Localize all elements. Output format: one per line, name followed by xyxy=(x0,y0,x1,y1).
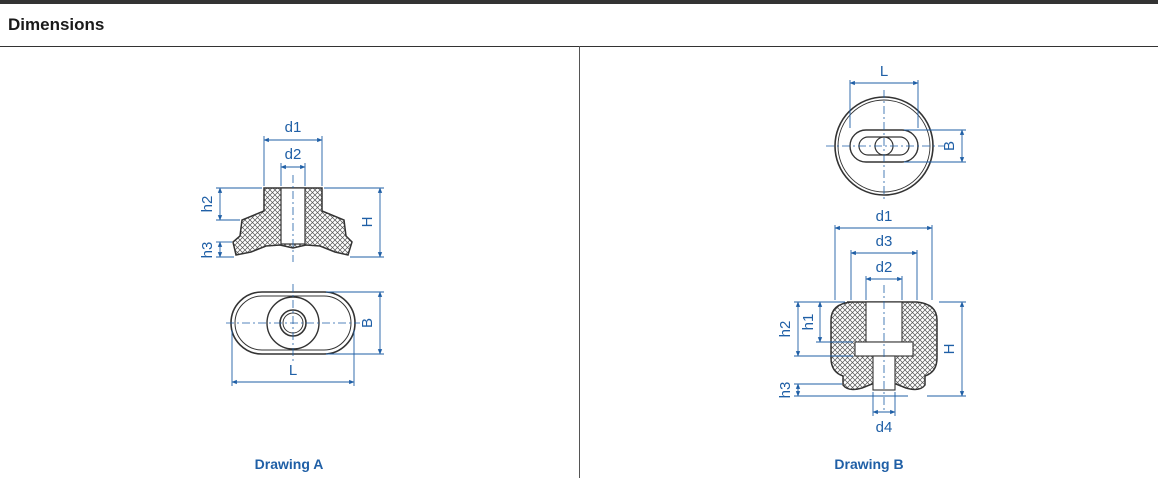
label-a-d2: d2 xyxy=(285,146,302,163)
label-a-d1: d1 xyxy=(285,119,302,136)
label-b-h3: h3 xyxy=(777,382,794,399)
section-title: Dimensions xyxy=(8,15,105,34)
label-a-H: H xyxy=(359,217,376,228)
label-b-B: B xyxy=(941,141,958,151)
drawing-b-plan xyxy=(826,90,944,202)
label-b-H: H xyxy=(941,344,958,355)
drawing-b-section-dimensions xyxy=(794,225,966,416)
label-a-h3: h3 xyxy=(199,242,216,259)
drawing-a: d1 d2 h2 h3 H B L xyxy=(199,119,384,386)
drawing-b-plan-dimensions xyxy=(849,80,966,163)
caption-drawing-a: Drawing A xyxy=(254,456,324,472)
label-b-d4: d4 xyxy=(876,419,893,436)
caption-drawing-b: Drawing B xyxy=(834,456,904,472)
panel-divider xyxy=(579,46,580,478)
drawing-a-plan xyxy=(226,284,360,362)
label-a-h2: h2 xyxy=(199,196,216,213)
label-b-d1: d1 xyxy=(876,208,893,225)
drawing-b: L B d1 d3 d2 h2 h1 H h3 d4 xyxy=(777,63,966,436)
label-b-d3: d3 xyxy=(876,233,893,250)
label-b-L: L xyxy=(880,63,888,80)
label-b-d2: d2 xyxy=(876,259,893,276)
drawing-a-plan-dimensions xyxy=(231,291,384,386)
label-b-h2: h2 xyxy=(777,321,794,338)
top-rule xyxy=(0,0,1158,4)
drawing-a-section xyxy=(232,175,353,262)
drawing-a-dimensions xyxy=(216,136,384,258)
drawing-b-section xyxy=(830,285,938,410)
label-b-h1: h1 xyxy=(800,314,817,331)
label-a-L: L xyxy=(289,362,297,379)
label-a-B: B xyxy=(359,318,376,328)
